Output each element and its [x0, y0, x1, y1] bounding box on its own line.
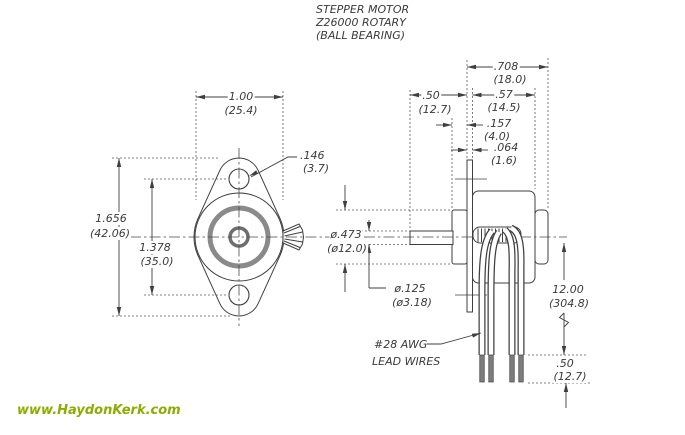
dim-hole-spacing-mm: (35.0)	[139, 255, 175, 268]
dim-boss-dia-in: ø.473	[329, 228, 363, 241]
dim-overall-len-in: .708	[492, 60, 520, 73]
dim-hole-dia-mm: (3.7)	[302, 162, 331, 175]
title-line-2: Z26000 ROTARY	[316, 16, 406, 29]
dim-flange-height-in: 1.656	[94, 212, 128, 225]
dim-shaft-dia-in: ø.125	[393, 282, 427, 295]
dim-flange-height-mm: (42.06)	[88, 227, 132, 240]
dim-body-dia-mm: (25.4)	[223, 104, 259, 117]
hole-dia-leader	[250, 156, 297, 178]
haydonkerk-watermark: www.HaydonKerk.com	[17, 403, 181, 418]
title-line-3: (BALL BEARING)	[316, 29, 406, 42]
dim-hole-dia-in: .146	[299, 149, 326, 162]
flange-plate	[466, 159, 473, 313]
shaft	[409, 230, 454, 245]
drawing-title: STEPPER MOTOR Z26000 ROTARY (BALL BEARIN…	[316, 3, 409, 42]
dim-body-len-in: .57	[494, 88, 514, 101]
dim-boss-len-mm: (4.0)	[482, 130, 512, 143]
note-lead-wires: LEAD WIRES	[372, 355, 441, 368]
dim-body-len-mm: (14.5)	[486, 101, 522, 114]
dim-boss-dia-mm: (ø12.0)	[326, 242, 368, 255]
dim-hole-spacing-in: 1.378	[138, 241, 172, 254]
dim-flange-thk-mm: (1.6)	[489, 154, 519, 167]
leader-lines	[250, 156, 482, 345]
dim-wire-len-mm: (304.8)	[547, 297, 591, 310]
dim-strip-len-mm: (12.7)	[552, 370, 588, 383]
note-awg: #28 AWG	[374, 338, 428, 351]
lead-wires-leader	[427, 332, 482, 345]
title-line-1: STEPPER MOTOR	[316, 3, 410, 16]
dim-flange-thk-in: .064	[492, 141, 520, 154]
dim-boss-len-in: .157	[485, 117, 513, 130]
dim-shaft-dia-mm: (ø3.18)	[391, 296, 433, 309]
wires	[478, 224, 525, 355]
stripped-wire-tips	[479, 354, 524, 383]
lead-wires	[472, 224, 525, 383]
dim-overall-len-mm: (18.0)	[492, 73, 528, 86]
dim-body-dia-in: 1.00	[227, 90, 255, 103]
arrowheads	[116, 64, 569, 392]
dim-wire-len-in: 12.00	[551, 283, 585, 296]
break-symbol	[558, 312, 570, 328]
dim-shaft-len-in: .50	[421, 89, 441, 102]
dim-strip-len-in: .50	[555, 357, 575, 370]
dim-shaft-len-mm: (12.7)	[417, 103, 453, 116]
